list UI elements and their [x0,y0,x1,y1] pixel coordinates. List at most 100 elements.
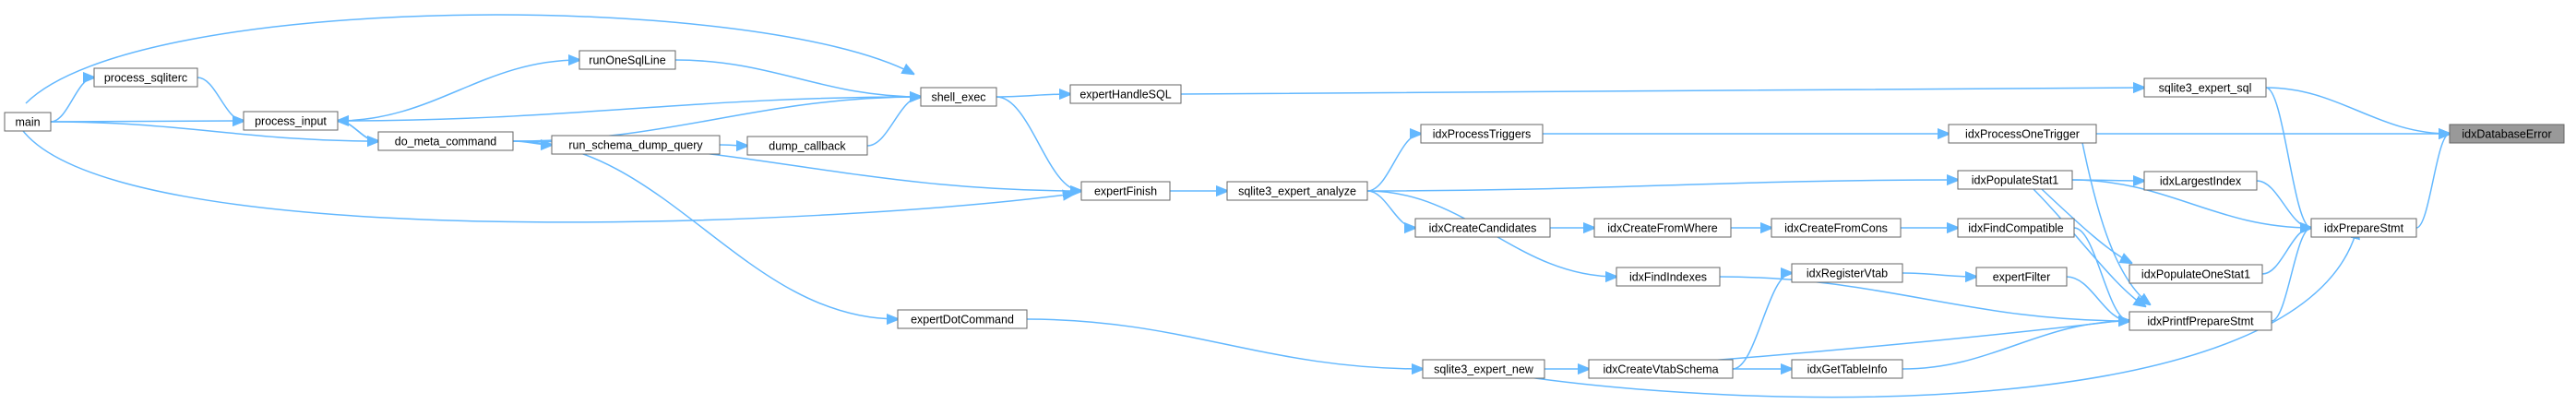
node-label: idxPopulateStat1 [1972,173,2059,186]
node-label: idxGetTableInfo [1807,363,1888,375]
node-idxDatabaseError[interactable]: idxDatabaseError [2449,124,2565,144]
node-expertDotCommand[interactable]: expertDotCommand [897,309,1028,329]
node-label: idxProcessOneTrigger [1965,127,2080,140]
node-expertFilter[interactable]: expertFilter [1975,267,2068,287]
node-box [1593,218,1732,238]
node-label: expertDotCommand [911,313,1014,326]
edge-do_meta_command-to-process_input [338,121,379,142]
node-box [2129,264,2263,284]
node-run_schema_dump_query[interactable]: run_schema_dump_query [551,135,721,155]
node-box [1791,359,1903,379]
node-idxProcessOneTrigger[interactable]: idxProcessOneTrigger [1948,124,2097,144]
edge-expertDotCommand-to-sqlite3_expert_new [1026,318,1423,369]
edge-shell_exec-to-expertFinish [996,96,1081,191]
node-expertHandleSQL[interactable]: expertHandleSQL [1069,84,1182,104]
edge-sqlite3_expert_new-to-idxPrepareStmt [1485,228,2357,398]
edge-process_input-to-runOneSqlLine [337,60,579,122]
node-sqlite3_expert_sql[interactable]: sqlite3_expert_sql [2143,77,2267,98]
node-label: run_schema_dump_query [568,138,703,151]
edge-run_schema_dump_query-to-dump_callback [719,145,747,146]
node-box [1616,267,1721,287]
node-box [377,131,514,151]
node-idxLargestIndex[interactable]: idxLargestIndex [2143,171,2258,191]
node-idxCreateCandidates[interactable]: idxCreateCandidates [1414,218,1551,238]
node-box [920,87,997,107]
node-label: shell_exec [931,90,985,103]
node-label: sqlite3_expert_sql [2159,81,2252,94]
node-idxPrintfPrepareStmt[interactable]: idxPrintfPrepareStmt [2129,311,2272,331]
node-label: idxPrintfPrepareStmt [2147,315,2254,327]
node-box [2129,311,2272,331]
edge-idxPrepareStmt-to-idxDatabaseError [2415,134,2450,229]
node-sqlite3_expert_new[interactable]: sqlite3_expert_new [1422,359,1545,379]
edge-idxRegisterVtab-to-expertFilter [1902,273,1976,277]
node-box [1226,181,1368,201]
edge-process_sqliterc-to-process_input [197,77,244,121]
edge-process_input-to-shell_exec [337,97,921,122]
edge-idxFindIndexes-to-idxPrintfPrepareStmt [1719,276,2129,321]
edge-do_meta_command-to-expertDotCommand [512,140,898,319]
edge-idxPopulateStat1-to-idxPrintfPrepareStmt [2024,180,2145,306]
node-idxPrepareStmt[interactable]: idxPrepareStmt [2310,218,2417,238]
node-idxCreateFromWhere[interactable]: idxCreateFromWhere [1593,218,1732,238]
node-box [1948,124,2097,144]
edge-idxGetTableInfo-to-idxPrintfPrepareStmt [1902,321,2129,370]
node-runOneSqlLine[interactable]: runOneSqlLine [578,50,676,70]
node-box [1771,218,1902,238]
node-main[interactable]: main [4,112,52,132]
edge-idxFindCompatible-to-idxPrintfPrepareStmt [2073,227,2129,321]
edge-main-to-expertFinish [18,124,1074,223]
node-label: sqlite3_expert_new [1434,363,1534,375]
node-box [2449,124,2565,144]
node-idxPopulateStat1[interactable]: idxPopulateStat1 [1957,170,2073,190]
node-idxFindIndexes[interactable]: idxFindIndexes [1616,267,1721,287]
edge-idxPrintfPrepareStmt-to-idxPrepareStmt [2271,228,2311,322]
node-dump_callback[interactable]: dump_callback [746,136,868,156]
node-box [1422,359,1545,379]
node-idxGetTableInfo[interactable]: idxGetTableInfo [1791,359,1903,379]
edge-sqlite3_expert_analyze-to-idxCreateCandidates [1366,190,1415,228]
edge-idxCreateVtabSchema-to-idxPrintfPrepareStmt [1660,318,2141,365]
node-idxPopulateOneStat1[interactable]: idxPopulateOneStat1 [2129,264,2263,284]
node-label: expertFinish [1094,184,1157,197]
edge-sqlite3_expert_analyze-to-idxPopulateStat1 [1366,180,1958,192]
node-idxProcessTriggers[interactable]: idxProcessTriggers [1420,124,1544,144]
node-box [2143,171,2258,191]
node-box [243,111,339,131]
node-box [1069,84,1182,104]
node-box [4,112,52,132]
node-shell_exec[interactable]: shell_exec [920,87,997,107]
node-do_meta_command[interactable]: do_meta_command [377,131,514,151]
node-box [2310,218,2417,238]
node-box [1588,359,1734,379]
node-label: sqlite3_expert_analyze [1238,184,1356,197]
node-idxFindCompatible[interactable]: idxFindCompatible [1957,218,2075,238]
node-idxRegisterVtab[interactable]: idxRegisterVtab [1791,263,1903,283]
edges [18,14,2450,398]
edge-sqlite3_expert_sql-to-idxDatabaseError [2265,87,2450,134]
node-label: idxProcessTriggers [1433,127,1532,140]
node-box [746,136,868,156]
node-box [578,50,676,70]
edge-idxLargestIndex-to-idxPrepareStmt [2256,180,2311,228]
node-idxCreateVtabSchema[interactable]: idxCreateVtabSchema [1588,359,1734,379]
node-box [1420,124,1544,144]
node-process_input[interactable]: process_input [243,111,339,131]
node-label: idxFindCompatible [1968,221,2064,234]
edge-dump_callback-to-shell_exec [866,97,921,147]
edge-sqlite3_expert_analyze-to-idxProcessTriggers [1366,134,1421,192]
edge-sqlite3_expert_sql-to-idxPrepareStmt [2265,87,2311,228]
node-label: expertFilter [1993,270,2051,283]
node-label: process_input [255,114,327,127]
node-idxCreateFromCons[interactable]: idxCreateFromCons [1771,218,1902,238]
node-label: idxDatabaseError [2462,127,2551,140]
node-label: process_sqliterc [104,71,187,84]
node-sqlite3_expert_analyze[interactable]: sqlite3_expert_analyze [1226,181,1368,201]
node-expertFinish[interactable]: expertFinish [1080,181,1171,201]
node-process_sqliterc[interactable]: process_sqliterc [93,67,198,88]
edge-idxPopulateStat1-to-idxPopulateOneStat1 [2029,177,2131,263]
node-label: idxCreateFromWhere [1607,221,1718,234]
edge-idxProcessOneTrigger-to-idxPrintfPrepareStmt [2080,133,2150,304]
edge-main-to-shell_exec [25,14,913,104]
